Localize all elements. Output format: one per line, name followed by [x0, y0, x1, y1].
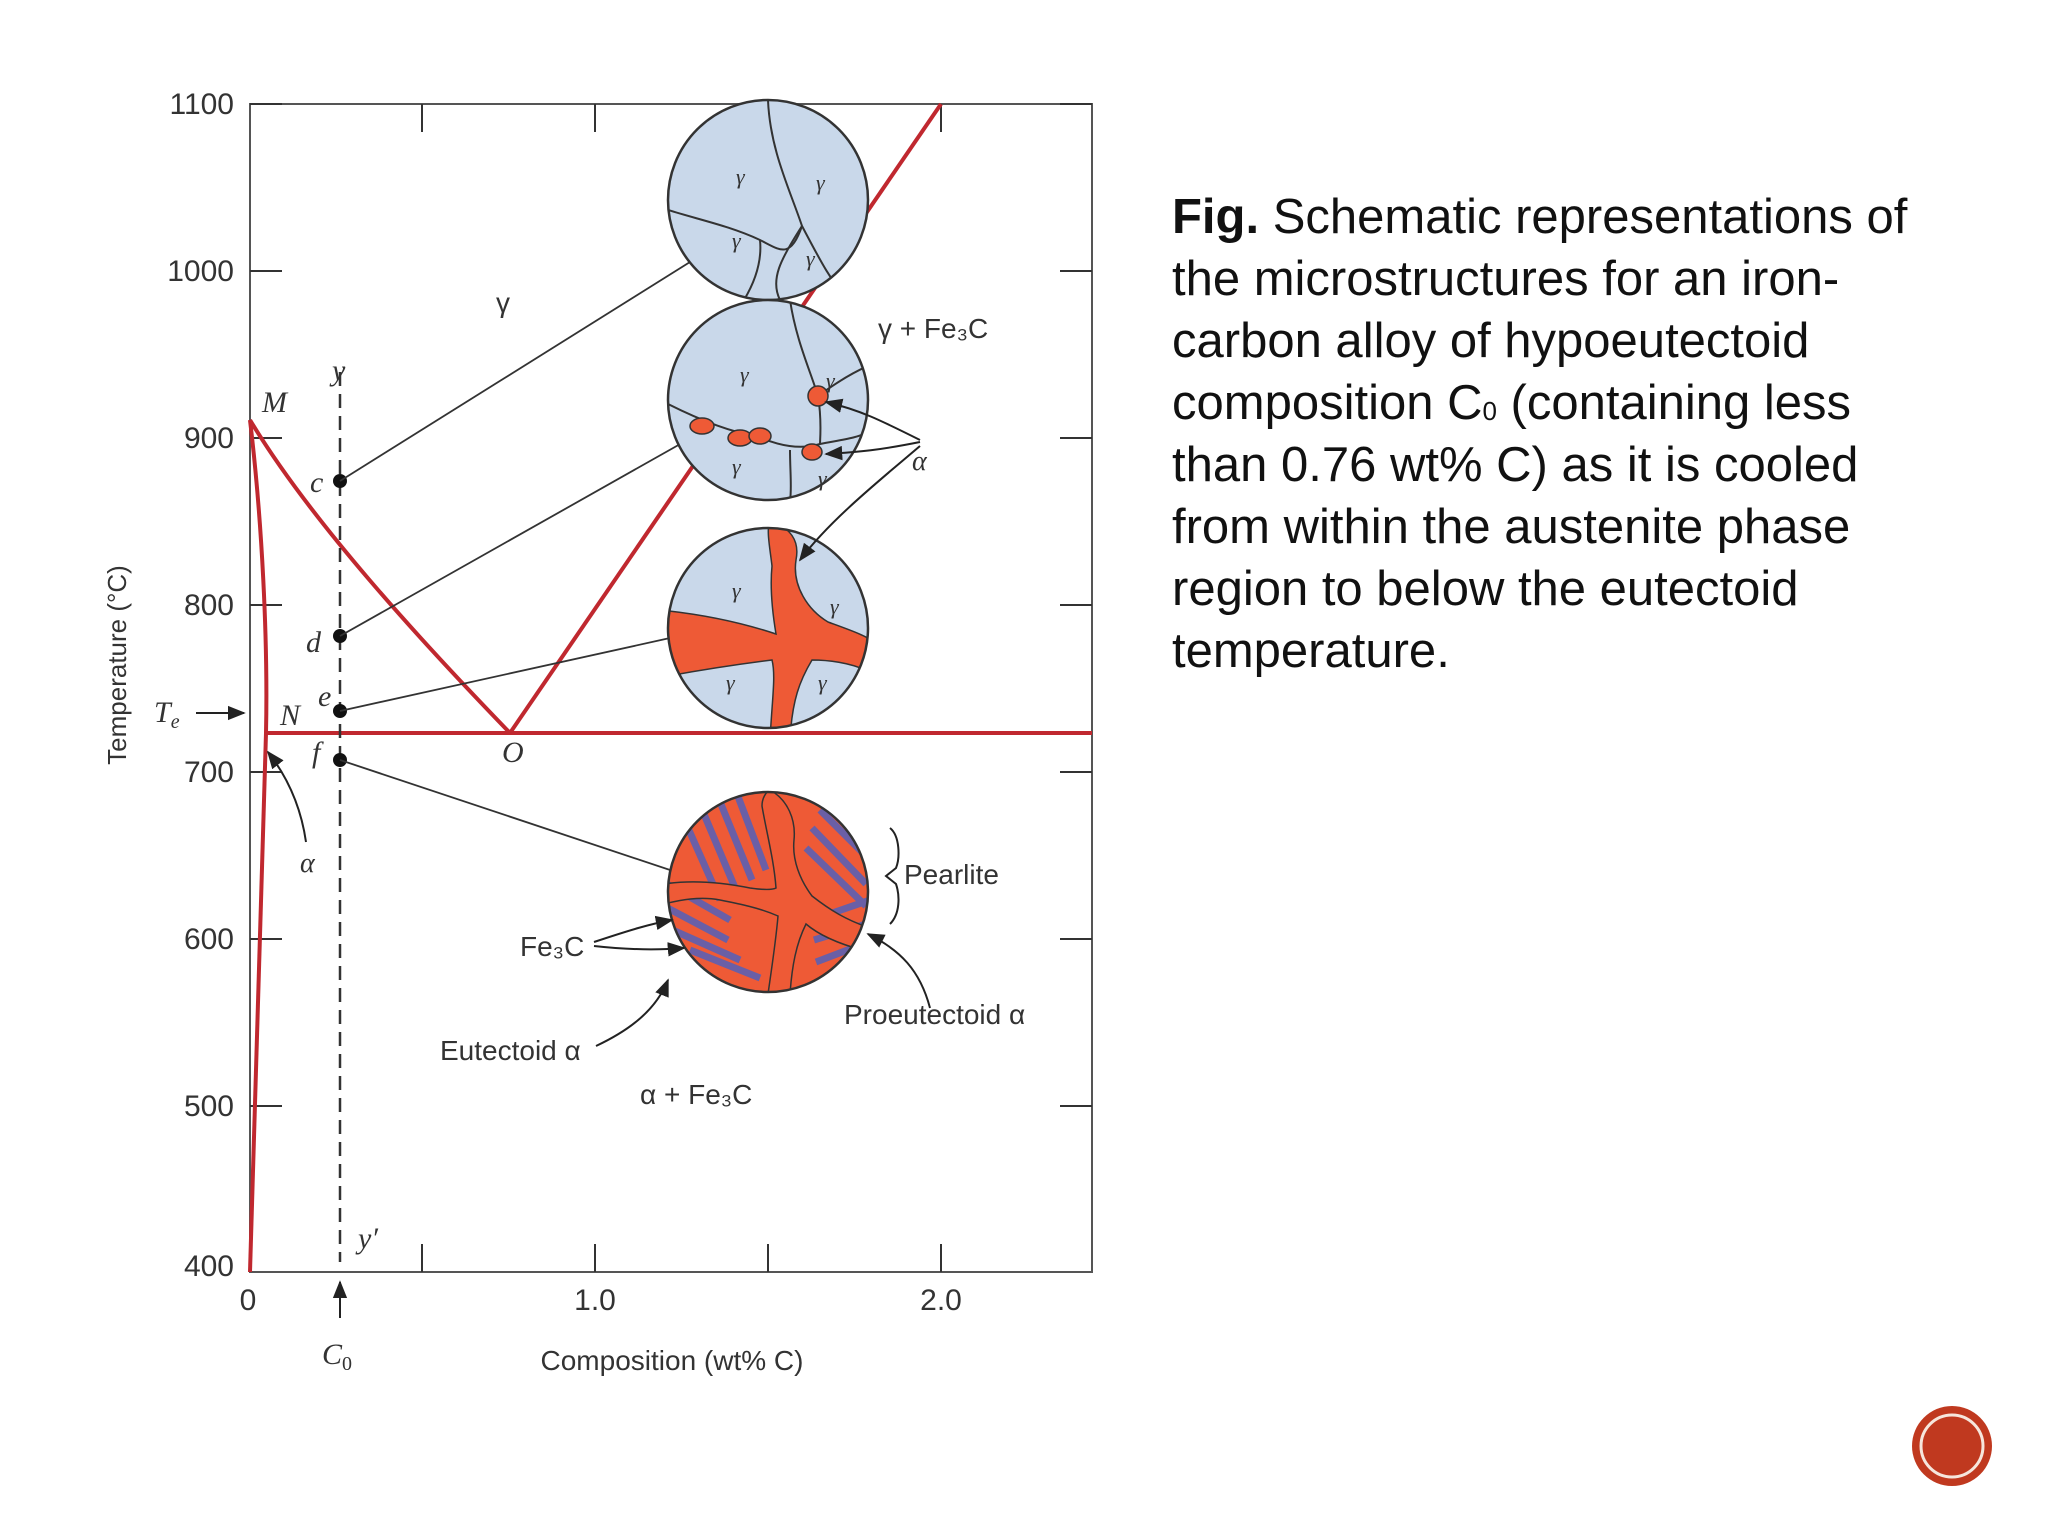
y-tick-label: 800: [184, 589, 234, 622]
region-alpha-fe3c: α + Fe₃C: [640, 1079, 752, 1110]
label-c0: C0: [322, 1338, 352, 1375]
svg-text:γ: γ: [818, 466, 828, 491]
x-tick-label: 2.0: [920, 1284, 962, 1317]
caption-text: than 0.76 wt% C) as it is cooled: [1172, 438, 1859, 492]
y-tick-label: 1100: [169, 88, 234, 121]
label-N: N: [279, 699, 302, 732]
caption-text: Schematic representations of: [1259, 190, 1908, 244]
svg-text:γ: γ: [818, 670, 828, 695]
region-gamma-fe3c: γ + Fe₃C: [878, 313, 988, 344]
y-tick-label: 600: [184, 923, 234, 956]
microstructure-c: γ γ γ γ: [666, 98, 870, 302]
svg-text:γ: γ: [740, 362, 750, 387]
svg-text:γ: γ: [736, 164, 746, 189]
x-tick-label: 0: [240, 1284, 257, 1317]
label-d: d: [306, 626, 322, 659]
caption-text: (containing less: [1496, 376, 1852, 430]
svg-text:γ: γ: [816, 170, 826, 195]
a3-line: [248, 418, 512, 735]
slide-badge-icon: [1912, 1406, 1992, 1486]
region-gamma: γ: [496, 287, 510, 318]
figure-caption: Fig. Schematic representations of the mi…: [1172, 186, 1972, 682]
label-eutectoid-alpha: Eutectoid α: [440, 1035, 581, 1066]
phase-boundaries: [248, 102, 1092, 1273]
label-e: e: [318, 680, 331, 713]
caption-text: carbon alloy of hypoeutectoid: [1172, 314, 1810, 368]
y-axis-title: Temperature (°C): [102, 565, 132, 765]
alpha-solvus: [248, 732, 268, 1273]
y-tick-label: 900: [184, 422, 234, 455]
x-axis-title: Composition (wt% C): [541, 1345, 804, 1376]
label-O: O: [502, 736, 524, 769]
label-fe3c: Fe₃C: [520, 931, 584, 962]
label-alpha-callout: α: [912, 446, 928, 477]
svg-text:γ: γ: [732, 454, 742, 479]
connector-lines: [339, 261, 701, 881]
microstructure-d: γ γ γ γ: [666, 298, 870, 502]
y-tick-label: 500: [184, 1090, 234, 1123]
svg-text:γ: γ: [806, 246, 816, 271]
caption-subscript: 0: [1482, 396, 1497, 426]
label-pearlite: Pearlite: [904, 859, 999, 890]
alpha-gamma-boundary: [248, 419, 269, 734]
microstructure-e: γ γ γ γ: [666, 526, 870, 730]
alpha-arrow: [266, 750, 307, 843]
caption-text: from within the austenite phase: [1172, 500, 1851, 554]
y-tick-label: 700: [184, 756, 234, 789]
label-alpha-left: α: [300, 848, 316, 879]
y-tick-label: 400: [184, 1250, 234, 1283]
caption-text: temperature.: [1172, 624, 1450, 678]
label-proeutectoid-alpha: Proeutectoid α: [844, 999, 1025, 1030]
label-te: Te: [154, 696, 180, 733]
label-c: c: [310, 466, 323, 499]
x-tick-label: 1.0: [574, 1284, 616, 1317]
caption-text: composition C: [1172, 376, 1483, 430]
plot-frame: [249, 103, 1093, 1273]
label-y-top: y: [329, 354, 346, 387]
caption-lead: Fig.: [1172, 190, 1260, 244]
caption-text: region to below the eutectoid: [1172, 562, 1799, 616]
svg-text:γ: γ: [726, 670, 736, 695]
microstructure-f: [666, 790, 870, 994]
svg-text:γ: γ: [830, 594, 840, 619]
callout-arrows: [593, 398, 931, 1047]
label-M: M: [261, 386, 289, 419]
label-y-bottom: y′: [355, 1222, 378, 1255]
svg-text:γ: γ: [732, 228, 742, 253]
svg-text:γ: γ: [732, 578, 742, 603]
phase-diagram: 1100 1000 900 800 700 600 500 400 0 1.0 …: [102, 88, 1093, 1376]
caption-text: the microstructures for an iron-: [1172, 252, 1840, 306]
y-tick-label: 1000: [167, 255, 234, 288]
svg-text:γ: γ: [826, 368, 836, 393]
